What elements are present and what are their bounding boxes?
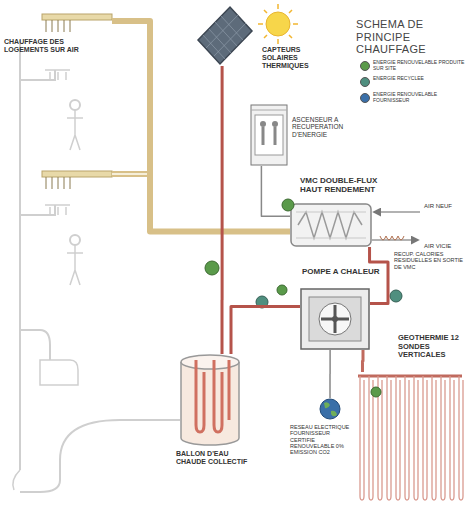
legend-text: ENERGIE RENOUVELABLE PRODUITE SUR SITE <box>373 60 471 72</box>
hot-water-tank-box: BALLON D'EAU CHAUDE COLLECTIF <box>180 354 240 446</box>
geothermal-probes <box>358 376 463 500</box>
node-label: CHAUFFAGE DES LOGEMENTS SUR AIR <box>4 38 84 54</box>
probe <box>459 376 463 500</box>
vmc-box: VMC DOUBLE-FLUX HAUT RENDEMENT <box>290 203 372 247</box>
probe <box>405 376 409 500</box>
node-label: VMC DOUBLE-FLUX HAUT RENDEMENT <box>300 176 390 194</box>
hot-water-tank <box>181 355 239 445</box>
legend-text: ENERGIE RECYCLEE <box>373 76 471 82</box>
elevator <box>251 105 287 165</box>
air-duct <box>112 171 150 177</box>
annotation: AIR NEUF <box>424 203 472 210</box>
node-label: RESEAU ELECTRIQUE FOURNISSEUR CERTIFIE R… <box>290 424 356 456</box>
legend-swatch <box>360 93 370 103</box>
probe <box>441 376 445 500</box>
diagram-title: SCHEMA DE PRINCIPE CHAUFFAGE <box>356 18 468 56</box>
connector <box>221 66 224 354</box>
shower-network <box>13 40 180 492</box>
node-label: GEOTHERMIE 12 SONDES VERTICALES <box>398 334 472 360</box>
heat-pump-box: POMPE A CHALEUR <box>300 288 370 350</box>
probe <box>387 376 391 500</box>
legend-item: ENERGIE RECYCLEE <box>360 76 470 90</box>
air-heating: CHAUFFAGE DES LOGEMENTS SUR AIR <box>40 8 112 34</box>
vmc-unit <box>291 204 371 246</box>
probe <box>396 376 400 500</box>
node-label: CAPTEURS SOLAIRES THERMIQUES <box>262 46 338 70</box>
legend-swatch <box>360 61 370 71</box>
probe <box>360 376 364 500</box>
connector <box>261 166 290 216</box>
connector <box>361 350 365 372</box>
heat-pump <box>301 289 369 349</box>
probe <box>414 376 418 500</box>
solar-panel <box>198 7 252 64</box>
elevator-box: ASCENSEUR A RECUPERATION D'ENERGIE <box>250 104 288 166</box>
connector <box>329 350 331 398</box>
node-label: BALLON D'EAU CHAUDE COLLECTIF <box>176 450 248 466</box>
outside-air-ducts <box>372 212 420 240</box>
sun <box>258 4 298 44</box>
solar-collector: CAPTEURS SOLAIRES THERMIQUES <box>196 6 254 66</box>
probe <box>423 376 427 500</box>
legend-text: ENERGIE RENOUVELABLE FOURNISSEUR <box>373 92 471 104</box>
legend-swatch <box>360 77 370 87</box>
geothermal-field: GEOTHERMIE 12 SONDES VERTICALES <box>356 372 464 506</box>
connector <box>231 307 300 354</box>
air-duct-core <box>112 173 150 175</box>
node-label: ASCENSEUR A RECUPERATION D'ENERGIE <box>292 116 364 138</box>
annotation: AIR VICIE <box>424 243 472 250</box>
legend-item: ENERGIE RENOUVELABLE FOURNISSEUR <box>360 92 470 106</box>
legend-item: ENERGIE RENOUVELABLE PRODUITE SUR SITE <box>360 60 470 74</box>
grid-globe <box>320 399 340 419</box>
grid-supplier: RESEAU ELECTRIQUE FOURNISSEUR CERTIFIE R… <box>319 398 341 420</box>
annotation: RECUP. CALORIES RESIDUELLES EN SORTIE DE… <box>394 251 472 270</box>
probe <box>432 376 436 500</box>
node-label: POMPE A CHALEUR <box>302 267 386 276</box>
probe <box>450 376 454 500</box>
